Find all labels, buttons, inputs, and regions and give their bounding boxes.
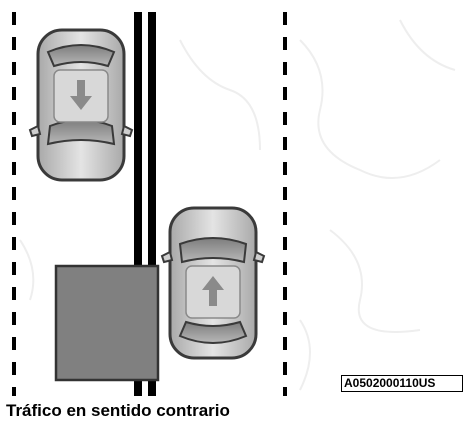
reference-code: A0502000110US <box>341 375 463 392</box>
own-car <box>160 206 266 360</box>
double-center-line <box>134 12 156 396</box>
arrow-down-icon <box>70 80 92 110</box>
oncoming-car <box>28 28 134 182</box>
arrow-up-icon <box>202 276 224 306</box>
background-texture <box>19 19 456 391</box>
blind-spot-zone <box>54 264 160 382</box>
figure-caption: Tráfico en sentido contrario <box>6 401 230 420</box>
